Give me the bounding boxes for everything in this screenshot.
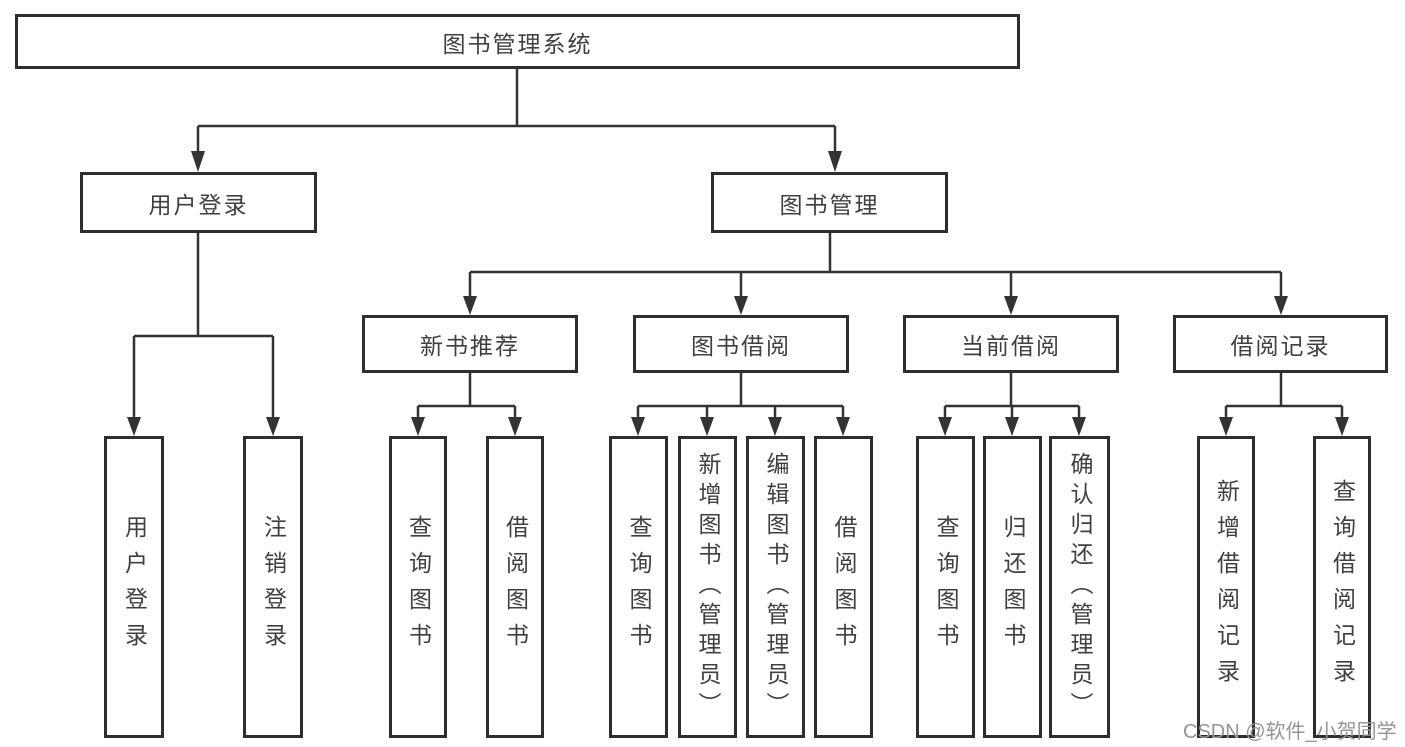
node-system-root: 图书管理系统 — [15, 14, 1020, 69]
leaf-return-books: 归还图书 — [983, 436, 1042, 738]
leaf-label: 查询图书 — [405, 515, 432, 659]
leaf-confirm-return-admin: 确认归还（管理员） — [1049, 436, 1110, 738]
leaf-label: 查询图书 — [626, 515, 652, 659]
leaf-label: 查询图书 — [933, 515, 959, 659]
connector-mgmt-to-level3 — [468, 233, 1283, 298]
leaf-query-books-current: 查询图书 — [916, 436, 975, 738]
leaf-label: 查询借阅记录 — [1329, 479, 1356, 695]
leaf-borrow-books: 借阅图书 — [814, 436, 873, 738]
leaf-add-borrow-record: 新增借阅记录 — [1197, 436, 1255, 738]
node-borrow-records: 借阅记录 — [1173, 315, 1388, 373]
leaf-label: 借阅图书 — [502, 515, 529, 659]
leaf-label: 新增借阅记录 — [1213, 479, 1240, 695]
connector-recommend-to-leaves — [416, 373, 517, 420]
leaf-borrow-books-recommend: 借阅图书 — [486, 436, 544, 738]
leaf-query-borrow-record: 查询借阅记录 — [1313, 436, 1371, 738]
leaf-user-login: 用户登录 — [104, 436, 164, 738]
leaf-label: 注销登录 — [260, 515, 287, 659]
leaf-logout: 注销登录 — [243, 436, 303, 738]
node-user-login: 用户登录 — [80, 172, 317, 233]
node-new-book-recommend: 新书推荐 — [362, 315, 578, 373]
node-current-borrow: 当前借阅 — [903, 315, 1119, 373]
arrowheads — [127, 151, 1349, 436]
connector-records-to-leaves — [1224, 373, 1344, 420]
leaf-label: 确认归还（管理员） — [1067, 452, 1093, 722]
leaf-label: 用户登录 — [121, 515, 148, 659]
leaf-query-books-recommend: 查询图书 — [389, 436, 447, 738]
csdn-watermark: CSDN @软件_小贺同学 — [1183, 721, 1397, 743]
leaf-query-books-borrow: 查询图书 — [609, 436, 668, 738]
connector-root-to-level2 — [196, 68, 837, 154]
leaf-edit-books-admin: 编辑图书（管理员） — [746, 436, 805, 738]
leaf-label: 新增图书（管理员） — [695, 452, 721, 722]
leaf-add-books-admin: 新增图书（管理员） — [678, 436, 737, 738]
connector-current-to-leaves — [943, 373, 1081, 420]
leaf-label: 编辑图书（管理员） — [763, 452, 789, 722]
node-book-borrow: 图书借阅 — [633, 315, 849, 373]
connector-login-to-leaves — [132, 233, 275, 420]
connector-borrow-to-leaves — [636, 373, 845, 420]
leaf-label: 归还图书 — [1000, 515, 1026, 659]
leaf-label: 借阅图书 — [831, 515, 857, 659]
node-book-management: 图书管理 — [711, 172, 948, 233]
